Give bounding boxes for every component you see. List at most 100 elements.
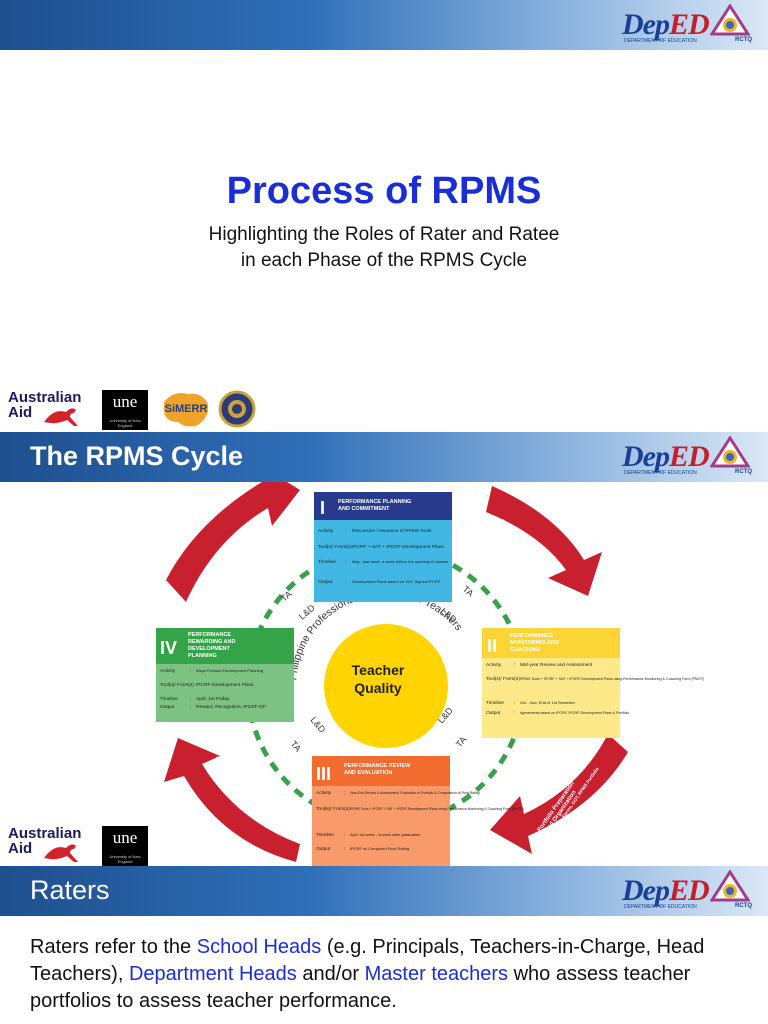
australian-aid-logo: Australian Aid — [8, 390, 81, 420]
p2-r3-k: Timeline — [486, 700, 504, 706]
p4-r1-k: Activity — [160, 668, 176, 674]
deped-word-ed: ED — [668, 874, 710, 907]
aus-line-2: Aid — [8, 404, 33, 421]
phase-4-title-2: REWARDING AND — [188, 639, 235, 645]
p4-r2-v: IPCRF-Development Plans — [196, 682, 254, 688]
p2-r1-c: : — [514, 663, 515, 668]
kangaroo-icon — [44, 844, 78, 862]
subtitle-line-1: Highlighting the Roles of Rater and Rate… — [208, 224, 560, 245]
page-title: Process of RPMS — [226, 170, 542, 212]
rctq-label: RCTQ — [735, 469, 752, 475]
une-sub: University of New England — [109, 854, 141, 864]
p3-r2-c: : — [344, 807, 345, 812]
slide-raters: Raters DepED DEPARTMENT OF EDUCATION RCT… — [0, 866, 768, 1024]
p3-r2-v: RPMS Tools + IPCRF + SAT + IPCRF-Develop… — [350, 807, 524, 811]
p2-r1-k: Activity — [486, 662, 502, 668]
rctq-label: RCTQ — [735, 37, 752, 43]
arrow-top-right — [486, 486, 602, 596]
p1-r4-k: Output — [318, 579, 333, 585]
deped-word-dep: Dep — [622, 874, 670, 907]
deped-word-dep: Dep — [622, 440, 670, 473]
p3-r2-k: Tool(s)/ Form(s) — [316, 806, 350, 812]
une-word: une — [112, 392, 138, 411]
highlight-school-heads: School Heads — [196, 936, 322, 958]
center-line-2: Quality — [354, 680, 402, 696]
center-line-1: Teacher — [352, 662, 405, 678]
seal-logo — [218, 390, 256, 428]
p4-r4-k: Output — [160, 704, 175, 710]
p4-r3-k: Timeline — [160, 696, 178, 702]
top-banner — [0, 432, 768, 482]
phase-1-title-1: PERFORMANCE PLANNING — [338, 499, 411, 505]
deped-subtitle: DEPARTMENT OF EDUCATION — [624, 38, 697, 44]
cycle-arrows — [164, 482, 628, 862]
p3-r1-c: : — [344, 791, 345, 796]
rctq-emblem-icon — [710, 436, 750, 468]
top-banner — [0, 866, 768, 916]
page-subtitle: Highlighting the Roles of Rater and Rate… — [0, 222, 768, 274]
p1-r1-k: Activity — [318, 528, 334, 534]
phase-4-number: IV — [160, 638, 177, 658]
rpms-cycle-diagram: Portfolio Preparation and Organization f… — [156, 482, 704, 866]
p3-r3-c: : — [344, 833, 345, 838]
aus-line-1: Australian — [8, 389, 82, 406]
phase-4-box: IV PERFORMANCE REWARDING AND DEVELOPMENT… — [156, 628, 294, 722]
phase-3-box: III PERFORMANCE REVIEW AND EVALUATION Ac… — [312, 756, 524, 866]
p2-r2-k: Tool(s)/ Form(s) — [486, 676, 520, 682]
phase-3-title-1: PERFORMANCE REVIEW — [344, 763, 411, 769]
ta-label-tl: TA — [279, 589, 294, 604]
deped-word-dep: Dep — [622, 8, 670, 41]
australian-aid-logo: Australian Aid — [8, 826, 81, 856]
phase-1-title-2: AND COMMITMENT — [338, 506, 390, 512]
p1-r1-v: Discussion / Issuance of RPMS Tools — [352, 528, 432, 534]
p1-r2-k: Tool(s)/ Form(s) — [318, 544, 352, 550]
subtitle-line-2: in each Phase of the RPMS Cycle — [240, 250, 528, 271]
arrow-bottom-left — [164, 738, 300, 862]
p4-r2-k: Tool(s)/ Form(s) — [160, 682, 194, 688]
body-text-3: and/or — [296, 963, 365, 985]
p3-r1-k: Activity — [316, 790, 332, 796]
p4-r4-v: Reward, Recognition, IPCRF-DP — [196, 704, 266, 710]
p2-r3-c: : — [514, 701, 515, 706]
ta-label-tr: TA — [461, 584, 476, 599]
p3-r4-c: : — [344, 847, 345, 852]
deped-logo: DepED DEPARTMENT OF EDUCATION RCTQ — [622, 870, 752, 914]
deped-word-ed: ED — [668, 8, 710, 41]
p2-r4-k: Output — [486, 710, 501, 716]
p3-r4-k: Output — [316, 846, 331, 852]
slide-rpms-cycle: The RPMS Cycle DepED DEPARTMENT OF EDUCA… — [0, 432, 768, 866]
p1-r3-k: Timeline — [318, 559, 336, 565]
highlight-department-heads: Department Heads — [128, 963, 297, 985]
kangaroo-icon — [44, 408, 78, 426]
deped-word-ed: ED — [668, 440, 710, 473]
deped-subtitle: DEPARTMENT OF EDUCATION — [624, 904, 697, 910]
p2-r4-c: : — [514, 711, 515, 716]
deped-logo: DepED DEPARTMENT OF EDUCATION RCTQ — [622, 436, 752, 480]
body-text-4: who assess teacher portfolios to assess … — [30, 963, 691, 1012]
p3-r3-v: April 1st week - A week after graduation — [350, 832, 420, 837]
p1-r2-c: : — [346, 545, 347, 550]
phase-3-number: III — [316, 764, 331, 784]
arrow-bottom-right — [490, 734, 628, 854]
body-text-1: Raters refer to the — [30, 936, 197, 958]
top-banner — [0, 0, 768, 50]
p1-r4-c: : — [346, 580, 347, 585]
phase-4-title-4: PLANNING — [188, 653, 217, 659]
simerr-word: SiMERR — [165, 403, 208, 415]
p1-r2-v: IPCRF + SAT + IPCRF-Development Plans — [352, 544, 444, 550]
ta-label-bl: TA — [288, 739, 303, 754]
une-word: une — [112, 828, 138, 847]
p2-r4-v: Agreements based on IPCRF, IPCRF-Develop… — [520, 711, 629, 715]
ld-label-bl: L&D — [308, 715, 327, 735]
phase-2-title-1: PERFORMANCE — [510, 633, 553, 639]
deped-logo: DepED DEPARTMENT OF EDUCATION RCTQ — [622, 4, 752, 48]
ta-label-br: TA — [454, 735, 469, 750]
p2-r2-c: : — [514, 677, 515, 682]
rctq-emblem-icon — [710, 870, 750, 902]
phase-2-box: II PERFORMANCE MONITORING AND COACHING A… — [482, 628, 704, 738]
arrow-top-left — [166, 482, 300, 602]
une-sub: University of New England — [109, 418, 141, 428]
